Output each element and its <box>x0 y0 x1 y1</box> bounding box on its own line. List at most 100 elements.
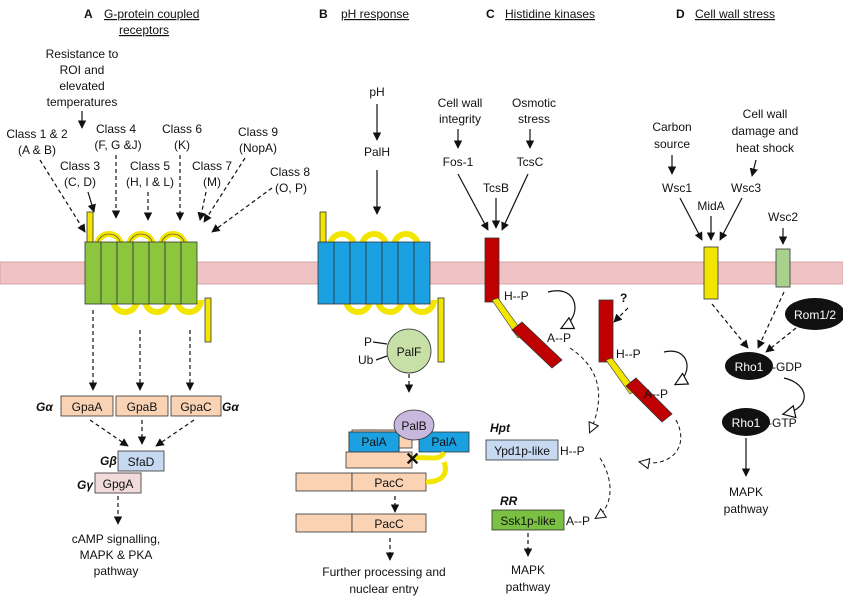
palF-ub-label: Ub <box>358 353 374 367</box>
palH-label: PalH <box>364 145 390 159</box>
rho1-gtp-label: Rho1 <box>732 416 761 430</box>
ssk1-ap-label: A--P <box>566 514 590 528</box>
rr-label: RR <box>500 494 518 508</box>
class7-arrow <box>197 191 207 221</box>
hk2-ap-label: A--P <box>644 387 668 401</box>
ggamma-label: Gγ <box>77 478 94 492</box>
question-arrow <box>613 307 629 323</box>
class8-label: Class 8 <box>270 165 310 179</box>
carbon-label-1: Carbon <box>652 120 691 134</box>
class12-sub: (A & B) <box>18 143 56 157</box>
wsc1-arrow <box>679 197 703 241</box>
gdp-label: -GDP <box>772 360 802 374</box>
panel-b-title: pH response <box>341 7 409 21</box>
class8-sub: (O, P) <box>275 181 307 195</box>
rho1-gtp-node <box>722 408 770 436</box>
rho1-gdp-label: Rho1 <box>735 360 764 374</box>
panel-b-letter: B <box>319 7 328 21</box>
ph-label: pH <box>369 85 384 99</box>
gdp-to-gtp-arrow <box>784 377 805 414</box>
resistance-label-1: Resistance to <box>46 47 119 61</box>
wsc3-arrow <box>719 197 743 241</box>
class12-label: Class 1 & 2 <box>6 127 68 141</box>
cw-output-1: MAPK <box>729 485 763 499</box>
ypd1-box <box>485 439 559 461</box>
gpcr-receptor <box>84 211 212 343</box>
galpha-left: Gα <box>36 400 53 414</box>
tcsC-arrow <box>501 173 529 231</box>
palF-circle <box>386 328 432 374</box>
class9-sub: (NopA) <box>239 141 277 155</box>
hk1-kinase-domain <box>511 321 563 369</box>
palF-p-label: P <box>364 335 372 349</box>
sensor-wsc1-midA-wsc3 <box>703 246 719 300</box>
panel-c-title: Histidine kinases <box>505 7 595 21</box>
question-mark: ? <box>620 291 627 305</box>
ph-output-1: Further processing and <box>322 565 445 579</box>
resistance-label-3: elevated <box>59 79 104 93</box>
gpaA-label: GpaA <box>72 400 103 414</box>
rho1-gdp-node <box>725 352 773 380</box>
pacC-block <box>345 451 413 469</box>
wsc1-label: Wsc1 <box>662 181 692 195</box>
class7-sub: (M) <box>203 175 221 189</box>
class12-arrow <box>39 159 86 233</box>
gpaC-box <box>170 395 222 417</box>
hk-output-1: MAPK <box>511 563 545 577</box>
class7-label: Class 7 <box>192 159 232 173</box>
gpaA-box <box>60 395 114 417</box>
gpaB-label: GpaB <box>127 400 158 414</box>
hk1-to-ypd1-arrow <box>569 347 599 432</box>
class8-arrow <box>211 187 273 233</box>
galpha-right: Gα <box>222 400 239 414</box>
ssk1-label: Ssk1p-like <box>500 514 556 528</box>
sensor-wsc2 <box>775 248 791 288</box>
class4-sub: (F, G &J) <box>94 138 141 152</box>
gpaB-box <box>115 395 169 417</box>
panel-a-title-line1: G-protein coupled <box>104 7 199 21</box>
gpaA-to-sfaD <box>89 419 129 447</box>
class9-label: Class 9 <box>238 125 278 139</box>
class3-label: Class 3 <box>60 159 100 173</box>
damage-label-2: damage and <box>732 124 799 138</box>
fos1-label: Fos-1 <box>443 155 474 169</box>
class6-sub: (K) <box>174 138 190 152</box>
palF-p-bond <box>372 341 388 345</box>
panel-a-letter: A <box>84 7 93 21</box>
cellwall-label-2: integrity <box>439 112 481 126</box>
panel-a-title-line2: receptors <box>119 23 169 37</box>
cellwall-label-1: Cell wall <box>438 96 483 110</box>
ph-output-2: nuclear entry <box>349 582 418 596</box>
hk2-transfer-arrow <box>663 350 687 384</box>
gpgA-label: GpgA <box>103 477 134 491</box>
pacC-tail <box>425 461 448 485</box>
wsc2-to-rho1-arrow <box>757 291 785 349</box>
gpgA-box <box>94 472 142 494</box>
gpaC-to-sfaD <box>155 419 195 447</box>
gpaC-label: GpaC <box>180 400 212 414</box>
class4-label: Class 4 <box>96 122 136 136</box>
damage-label-1: Cell wall <box>743 107 788 121</box>
sfaD-box <box>117 450 165 472</box>
wsc2-label: Wsc2 <box>768 210 798 224</box>
carbon-label-2: source <box>654 137 690 151</box>
resistance-label-4: temperatures <box>47 95 118 109</box>
tcsC-label: TcsC <box>517 155 544 169</box>
palB-ellipse <box>393 409 435 441</box>
class9-arrow <box>203 157 246 223</box>
gpcr-output-2: MAPK & PKA <box>80 548 153 562</box>
pacC-label: PacC <box>374 476 404 490</box>
wsc3-label: Wsc3 <box>731 181 761 195</box>
palB-label: PalB <box>401 419 426 433</box>
ypd1-label: Ypd1p-like <box>494 444 550 458</box>
damage-arrow <box>749 159 758 177</box>
pacC-linker <box>411 450 447 461</box>
palF-ub-bond <box>375 355 388 361</box>
osmotic-label-2: stress <box>518 112 550 126</box>
cleavage-cross-icon: ✕ <box>405 449 420 469</box>
hk1-tm-domain <box>484 237 500 303</box>
gpcr-output-1: cAMP signalling, <box>72 532 161 546</box>
class3-arrow <box>87 191 96 213</box>
hk2-hp-label: H--P <box>616 347 641 361</box>
